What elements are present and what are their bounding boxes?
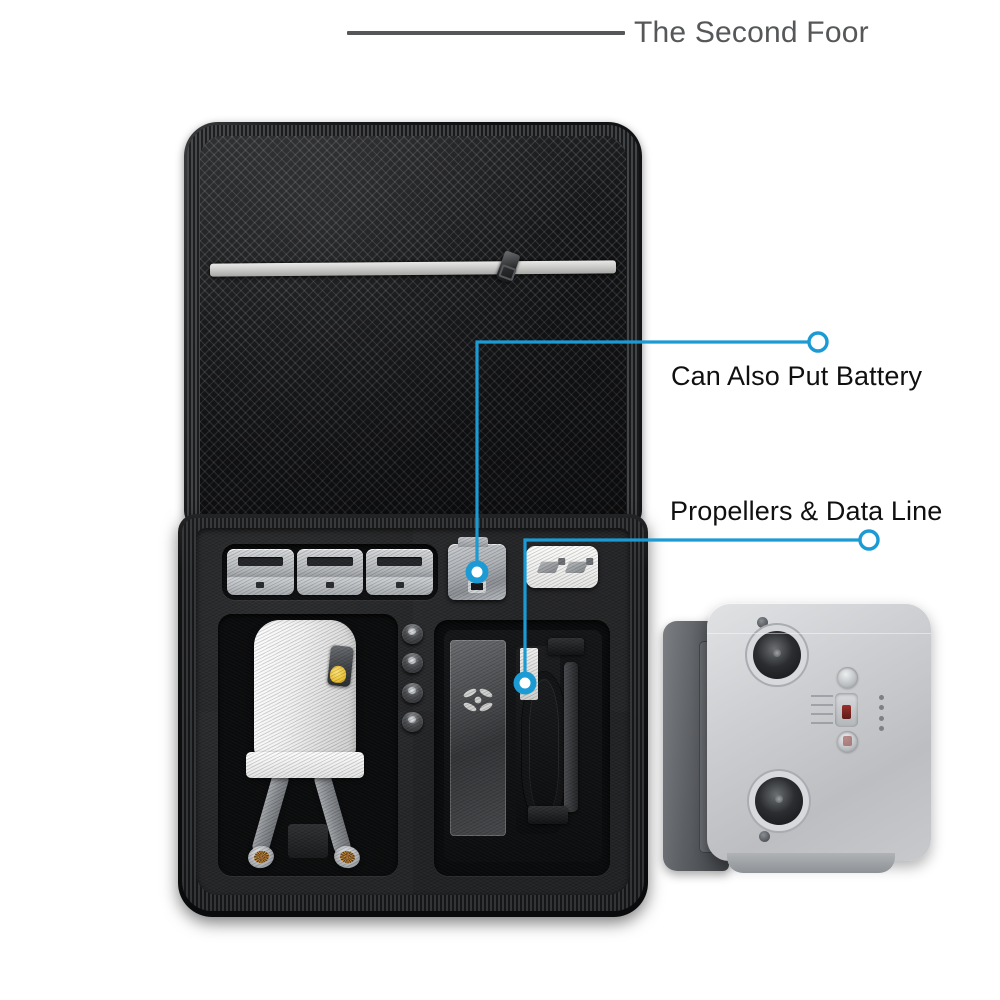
usb-connector-icon bbox=[548, 638, 584, 655]
foam-tray bbox=[196, 528, 630, 895]
drone-battery bbox=[288, 824, 328, 858]
battery-tray[interactable] bbox=[222, 544, 438, 600]
spare-stick-icon bbox=[402, 711, 423, 732]
remote-controller bbox=[663, 603, 945, 893]
usb-connector-icon bbox=[528, 806, 568, 824]
drone-arm bbox=[250, 769, 291, 857]
controller-body bbox=[707, 603, 931, 861]
callout-label-propeller: Propellers & Data Line bbox=[670, 496, 943, 526]
right-joystick[interactable] bbox=[755, 777, 803, 825]
mode-label-icon bbox=[811, 695, 833, 727]
gimbal-camera-icon bbox=[326, 644, 355, 688]
folded-drone bbox=[245, 620, 364, 871]
charger-battery-module[interactable] bbox=[448, 537, 506, 600]
propeller-icon bbox=[463, 688, 493, 712]
drone-strap bbox=[246, 752, 364, 778]
heading-rule bbox=[347, 31, 625, 35]
heading: The Second Foor bbox=[347, 10, 967, 56]
spare-blade-icon bbox=[564, 561, 588, 573]
spare-stick-icon bbox=[402, 653, 423, 674]
cable-body bbox=[564, 662, 578, 812]
battery-led-icon bbox=[879, 725, 884, 731]
battery-module[interactable] bbox=[296, 549, 364, 595]
battery-led-row bbox=[879, 695, 885, 731]
blade-pocket[interactable] bbox=[526, 546, 598, 588]
status-led-icon bbox=[757, 617, 768, 628]
accessories-bay[interactable] bbox=[434, 620, 610, 876]
spare-stick-icon bbox=[402, 682, 423, 703]
battery-led-icon bbox=[879, 715, 884, 721]
controller-base bbox=[727, 853, 895, 873]
battery-module[interactable] bbox=[366, 549, 434, 595]
data-cable-coil bbox=[516, 646, 566, 834]
drone-body bbox=[254, 620, 356, 760]
flight-mode-slider[interactable] bbox=[835, 693, 858, 727]
left-joystick[interactable] bbox=[753, 631, 801, 679]
spare-blade-icon bbox=[536, 561, 560, 573]
record-button[interactable] bbox=[837, 731, 858, 752]
drone-bay[interactable] bbox=[218, 614, 398, 876]
accessories-inner bbox=[444, 630, 602, 862]
case-base bbox=[178, 514, 648, 917]
status-led-icon bbox=[759, 831, 770, 842]
lid-interior bbox=[200, 136, 626, 527]
drone-carrying-case bbox=[178, 122, 648, 917]
callout-label-battery: Can Also Put Battery bbox=[671, 361, 923, 391]
battery-led-icon bbox=[879, 695, 884, 700]
battery-module[interactable] bbox=[227, 549, 294, 595]
circle-marker-icon bbox=[858, 529, 880, 551]
drone-motor bbox=[331, 843, 363, 871]
case-lid bbox=[184, 122, 642, 527]
drone-arm bbox=[312, 769, 353, 857]
propeller-bag bbox=[450, 640, 506, 836]
mesh-pocket bbox=[200, 136, 626, 527]
power-button[interactable] bbox=[837, 667, 858, 688]
circle-marker-icon bbox=[807, 331, 829, 353]
cable-label-tag bbox=[520, 648, 538, 700]
drone-motor bbox=[245, 843, 277, 871]
spare-stick-icon bbox=[402, 624, 423, 644]
battery-led-icon bbox=[879, 705, 884, 711]
page-title: The Second Foor bbox=[634, 16, 869, 49]
knob-strip[interactable] bbox=[402, 624, 428, 732]
